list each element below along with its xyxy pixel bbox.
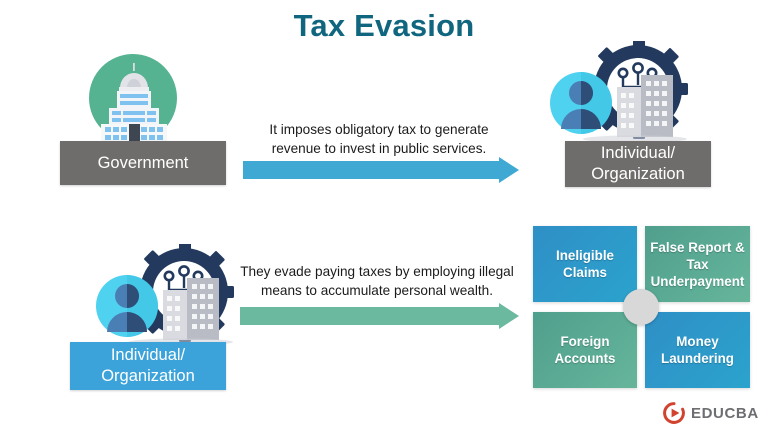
individual-organization-icon <box>550 41 688 143</box>
educba-logo: EDUCBA <box>663 402 759 424</box>
method-box-foreign-accounts[interactable]: Foreign Accounts <box>533 312 637 388</box>
method-label-line1: Ineligible <box>555 248 615 263</box>
arrow-caption-government: It imposes obligatory tax to generate re… <box>234 120 524 158</box>
method-box-ineligible-claims[interactable]: Ineligible Claims <box>533 226 637 302</box>
arrow-caption-government-line1: It imposes obligatory tax to generate <box>269 122 489 137</box>
method-label-line1: Money <box>676 334 719 349</box>
individual-organization-label-top-line2: Organization <box>591 165 685 183</box>
individual-organization-label-plate-bottom: Individual/ Organization <box>70 342 226 390</box>
arrow-caption-government-line2: revenue to invest in public services. <box>271 141 487 156</box>
arrow-caption-individual: They evade paying taxes by employing ill… <box>226 262 528 300</box>
method-label-line2: Claims <box>563 265 607 280</box>
method-label-line2: Laundering <box>661 351 734 366</box>
arrow-caption-individual-line1: They evade paying taxes by employing ill… <box>240 264 514 279</box>
government-building-icon <box>101 63 167 144</box>
page-title: Tax Evasion <box>293 8 475 43</box>
educba-logo-text: EDUCBA <box>691 404 759 422</box>
individual-organization-label-bottom-line2: Organization <box>101 367 195 385</box>
arrow-caption-individual-line2: means to accumulate personal wealth. <box>261 283 493 298</box>
government-label: Government <box>97 153 189 172</box>
method-label-line2: Tax <box>686 256 709 272</box>
government-label-plate: Government <box>60 141 226 185</box>
method-label-line3: Underpayment <box>650 273 745 289</box>
individual-organization-icon <box>96 244 234 346</box>
educba-circle-play-icon <box>663 402 685 424</box>
method-label-line2: Accounts <box>554 351 616 366</box>
individual-organization-label-bottom-line1: Individual/ <box>110 346 186 364</box>
method-box-money-laundering[interactable]: Money Laundering <box>645 312 750 388</box>
arrow-individual-to-methods <box>240 303 519 329</box>
arrow-government-to-individual <box>243 157 519 183</box>
method-box-false-report-tax-underpayment[interactable]: False Report & Tax Underpayment <box>645 226 750 302</box>
method-label-line1: False Report & <box>650 239 745 255</box>
quadrant-center-marker <box>623 289 659 325</box>
individual-organization-label-top-line1: Individual/ <box>600 144 676 162</box>
individual-organization-label-plate-top: Individual/ Organization <box>565 141 711 187</box>
method-label-line1: Foreign <box>560 334 610 349</box>
